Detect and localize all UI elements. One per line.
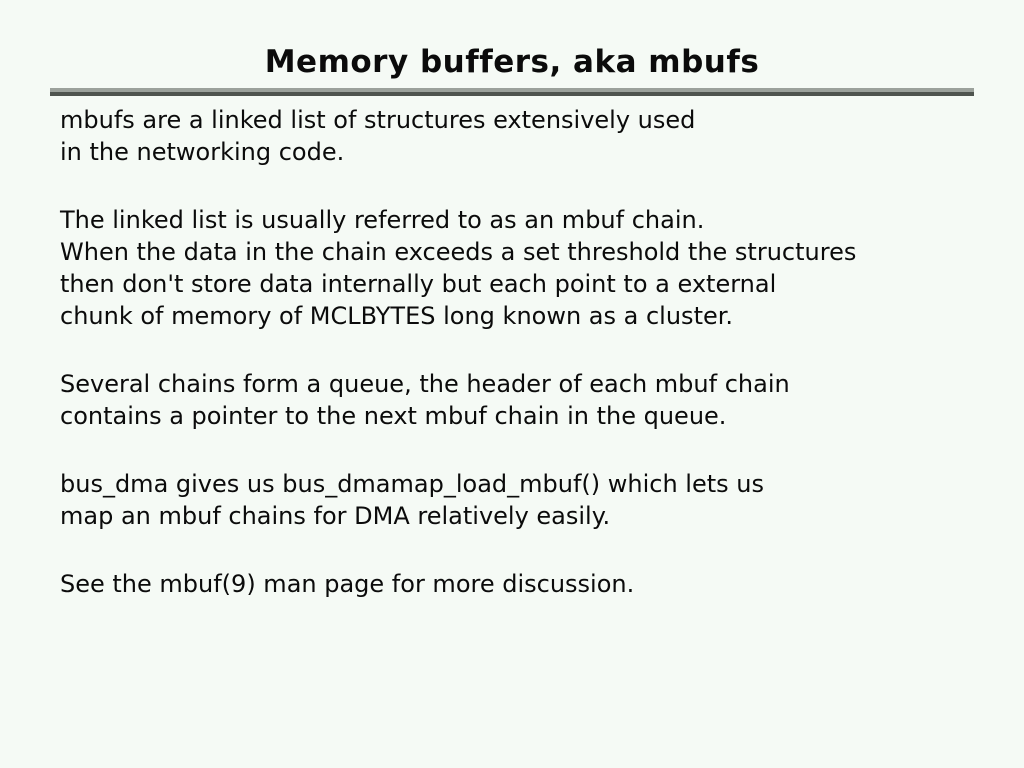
text-line: map an mbuf chains for DMA relatively ea… [60,502,611,531]
paragraph: mbufs are a linked list of structures ex… [60,104,984,168]
title-rule-shadow [50,92,974,97]
text-line: mbufs are a linked list of structures ex… [60,106,696,135]
slide-title: Memory buffers, aka mbufs [264,44,760,80]
text-line: chunk of memory of MCLBYTES long known a… [60,302,734,331]
paragraph: See the mbuf(9) man page for more discus… [60,568,984,600]
paragraph: The linked list is usually referred to a… [60,204,984,332]
text-line: then don't store data internally but eac… [60,270,777,299]
text-line: See the mbuf(9) man page for more discus… [60,570,635,599]
paragraph: Several chains form a queue, the header … [60,368,984,432]
slide-body: mbufs are a linked list of structures ex… [60,104,984,600]
text-line: bus_dma gives us bus_dmamap_load_mbuf() … [60,470,764,499]
text-line: When the data in the chain exceeds a set… [60,238,857,267]
paragraph: bus_dma gives us bus_dmamap_load_mbuf() … [60,468,984,532]
text-line: contains a pointer to the next mbuf chai… [60,402,727,431]
text-line: The linked list is usually referred to a… [60,206,705,235]
title-rule-highlight [50,88,974,93]
text-line: in the networking code. [60,138,345,167]
title-rule [50,88,974,97]
text-line: Several chains form a queue, the header … [60,370,790,399]
